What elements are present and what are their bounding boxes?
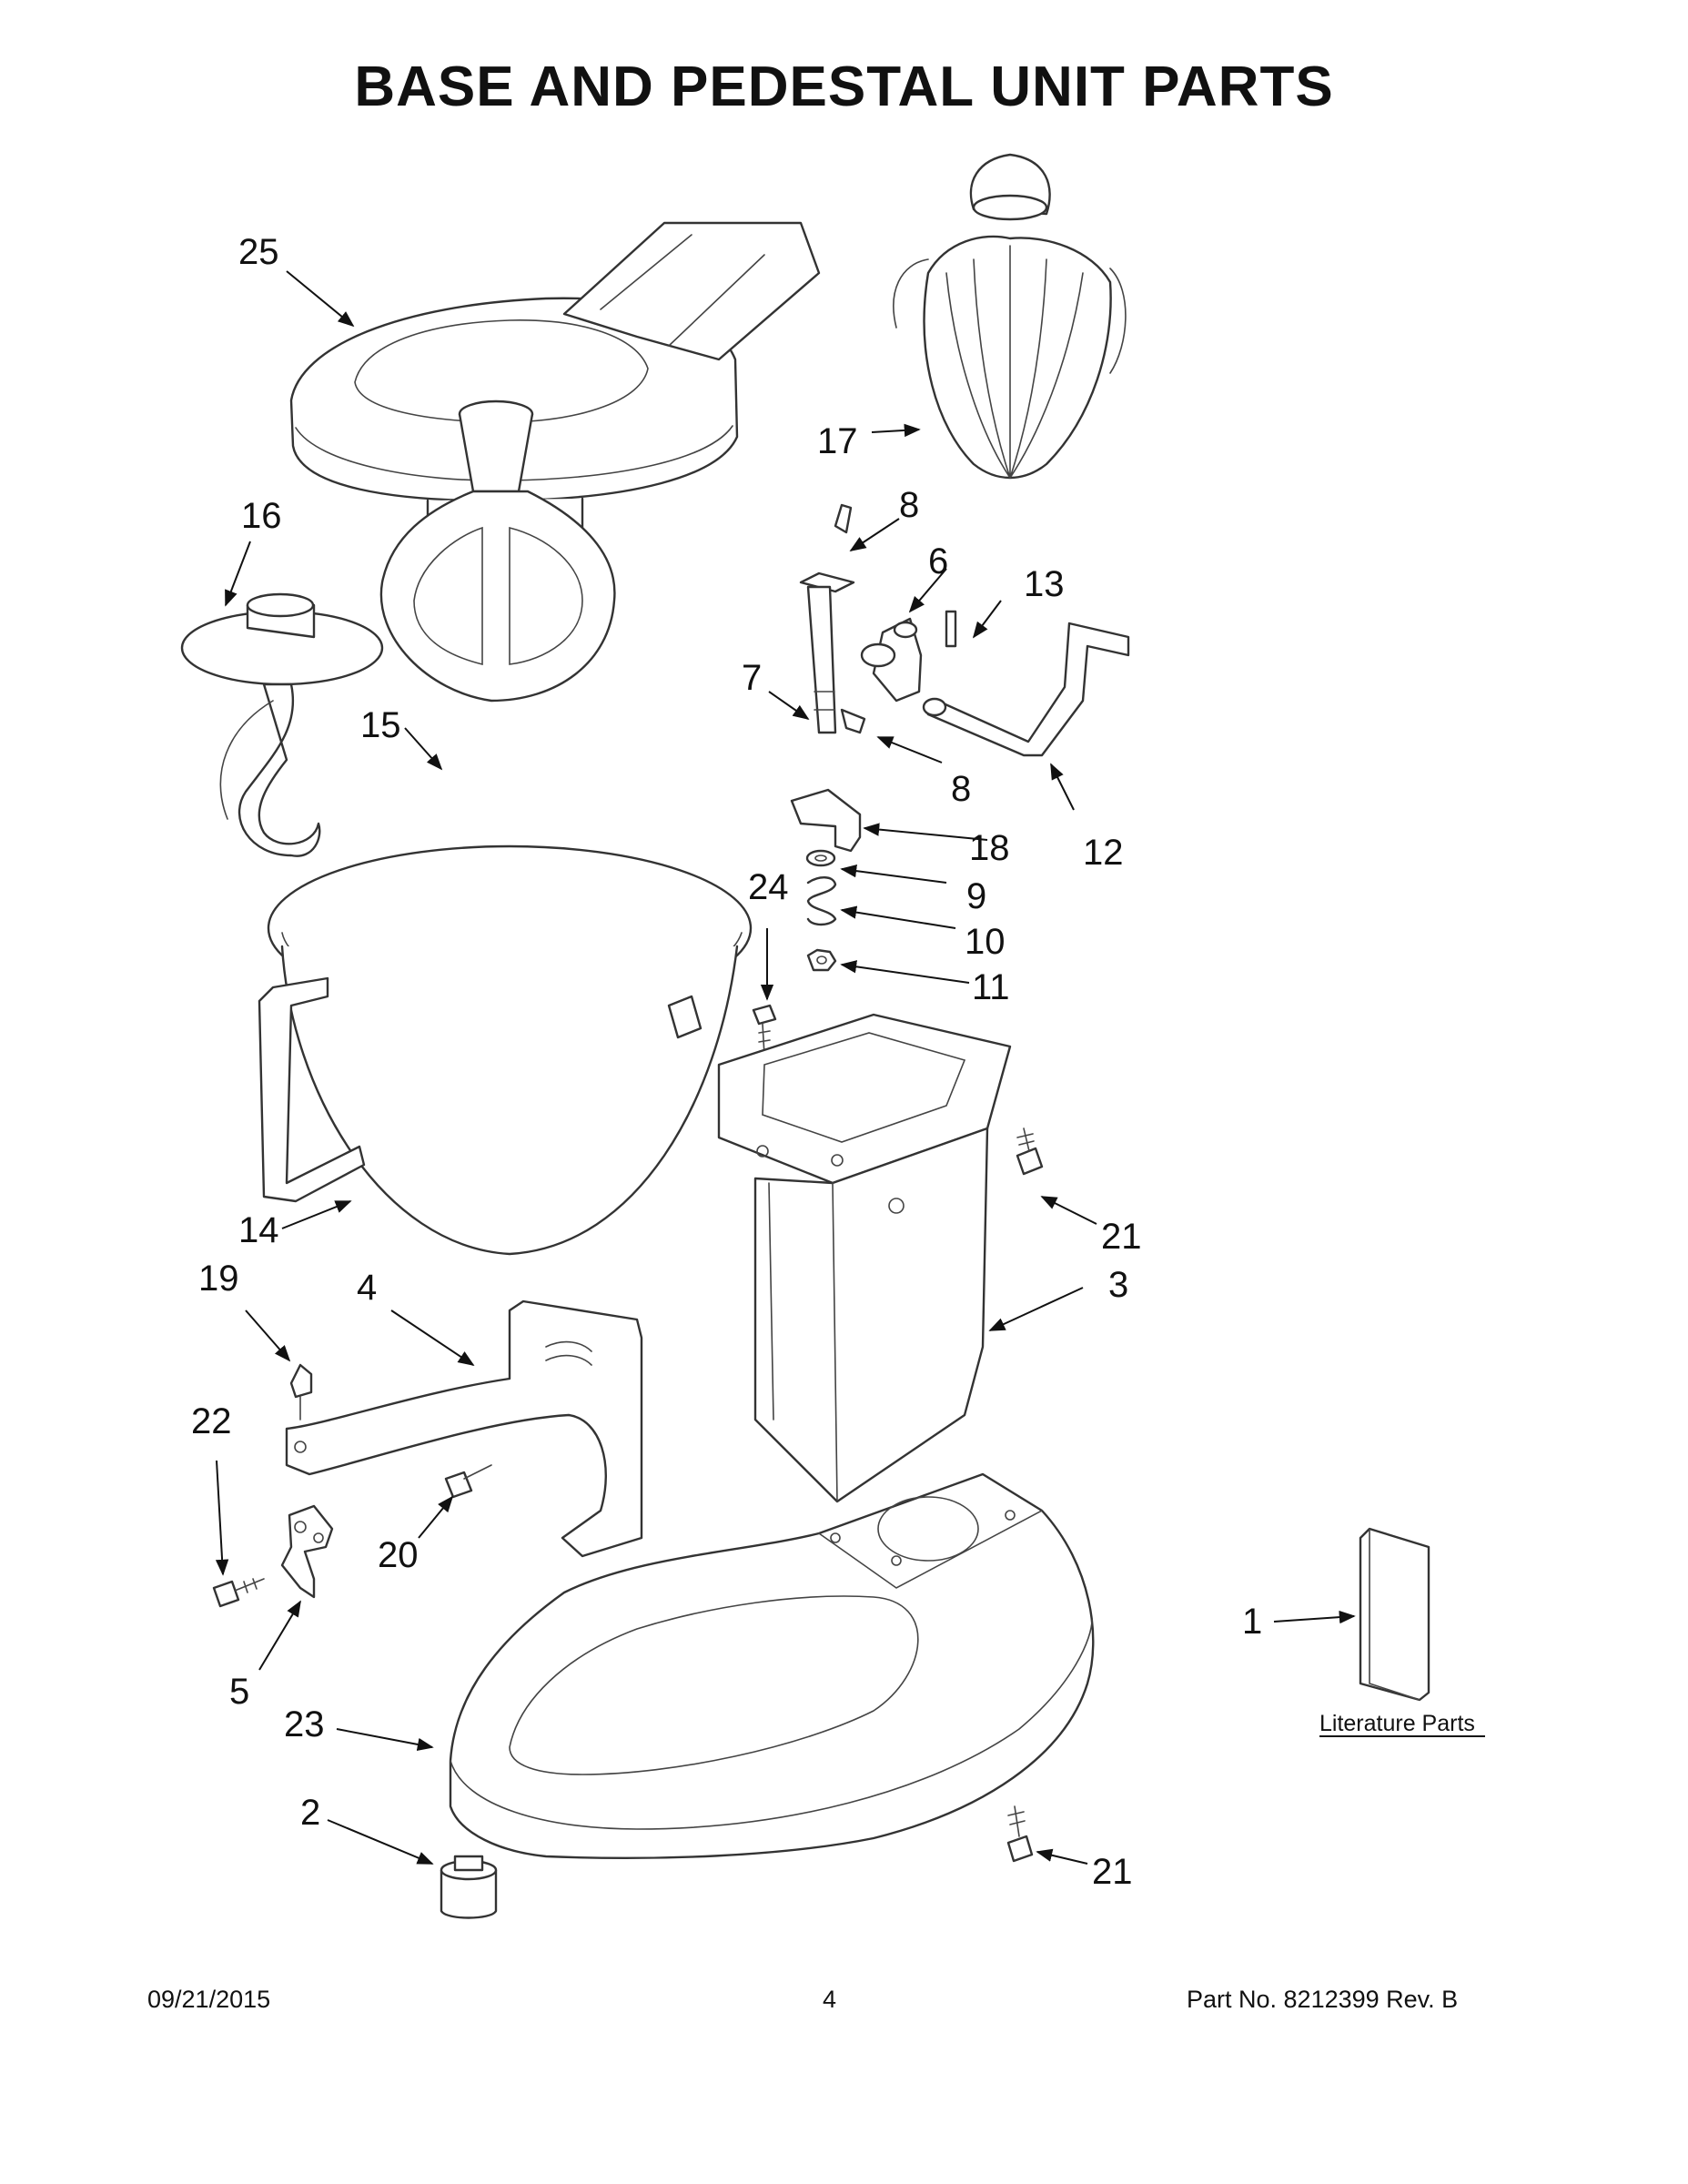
support-arm-parts bbox=[285, 1299, 643, 1558]
footer-date: 09/21/2015 bbox=[147, 1986, 271, 2013]
callout-16: 16 bbox=[241, 496, 282, 536]
callout-23: 23 bbox=[284, 1704, 325, 1744]
dough-hook-part bbox=[180, 592, 384, 857]
pivot-pin bbox=[806, 585, 837, 734]
lift-mechanism-parts bbox=[799, 503, 1130, 757]
screw-21-lower-part bbox=[1006, 1805, 1034, 1863]
callout-21-upper: 21 bbox=[1101, 1217, 1142, 1257]
literature-parts-label: Literature Parts bbox=[1319, 1711, 1475, 1736]
callout-14: 14 bbox=[238, 1210, 279, 1250]
crank-handle bbox=[926, 622, 1130, 757]
callout-4: 4 bbox=[357, 1268, 377, 1308]
screw-20 bbox=[444, 1471, 473, 1499]
callout-21-lower: 21 bbox=[1092, 1852, 1133, 1892]
callout-20: 20 bbox=[378, 1535, 419, 1575]
bracket bbox=[790, 788, 862, 853]
nut bbox=[806, 948, 837, 972]
callout-13: 13 bbox=[1024, 564, 1065, 604]
pedestal-part bbox=[717, 1013, 1012, 1503]
cap bbox=[289, 1363, 313, 1399]
screw-21-upper-part bbox=[1016, 1127, 1044, 1176]
callout-19: 19 bbox=[198, 1259, 239, 1299]
callout-10: 10 bbox=[965, 922, 1006, 962]
wire-whip-part bbox=[893, 153, 1127, 480]
cotter-pin-lower bbox=[840, 708, 866, 734]
callout-12: 12 bbox=[1083, 833, 1124, 873]
callout-18: 18 bbox=[969, 828, 1010, 868]
callout-17: 17 bbox=[817, 421, 858, 461]
leader-lines bbox=[215, 270, 1356, 1865]
callout-15: 15 bbox=[360, 705, 401, 745]
spring-pin bbox=[945, 610, 957, 648]
callout-25: 25 bbox=[238, 232, 279, 272]
callout-24: 24 bbox=[748, 867, 789, 907]
callout-9: 9 bbox=[966, 876, 986, 916]
foot-part bbox=[440, 1855, 498, 1919]
callout-5: 5 bbox=[229, 1672, 249, 1712]
literature-parts-booklet bbox=[1359, 1527, 1430, 1702]
pouring-shield-part bbox=[289, 221, 821, 534]
spring bbox=[806, 876, 837, 926]
callout-7: 7 bbox=[742, 658, 762, 698]
hinge-bracket bbox=[280, 1504, 334, 1599]
callout-8-lower: 8 bbox=[951, 769, 971, 809]
callout-22: 22 bbox=[191, 1401, 232, 1441]
bowl-part bbox=[258, 844, 753, 1256]
callout-8-upper: 8 bbox=[899, 485, 919, 525]
callout-11: 11 bbox=[972, 967, 1010, 1007]
support-arm bbox=[285, 1299, 643, 1558]
screw-24-part bbox=[752, 1004, 777, 1057]
callout-2: 2 bbox=[300, 1793, 320, 1833]
base-part bbox=[449, 1472, 1095, 1859]
cotter-pin-upper bbox=[834, 503, 853, 534]
footer-page-number: 4 bbox=[823, 1986, 837, 2013]
callout-labels: 25 17 16 15 8 6 13 7 8 12 18 9 10 11 24 … bbox=[191, 232, 1262, 1892]
flat-beater-part bbox=[379, 399, 616, 703]
callout-1: 1 bbox=[1242, 1602, 1262, 1642]
callout-3: 3 bbox=[1108, 1265, 1128, 1305]
footer-part-number: Part No. 8212399 Rev. B bbox=[1187, 1986, 1459, 2013]
callout-6: 6 bbox=[928, 541, 948, 581]
washer bbox=[805, 849, 836, 867]
screw-22 bbox=[212, 1580, 240, 1608]
clamp bbox=[872, 617, 923, 703]
adjustment-stack-parts bbox=[790, 788, 862, 972]
page-title: BASE AND PEDESTAL UNIT PARTS bbox=[354, 56, 1334, 118]
hinge-bracket-parts bbox=[212, 1504, 334, 1608]
